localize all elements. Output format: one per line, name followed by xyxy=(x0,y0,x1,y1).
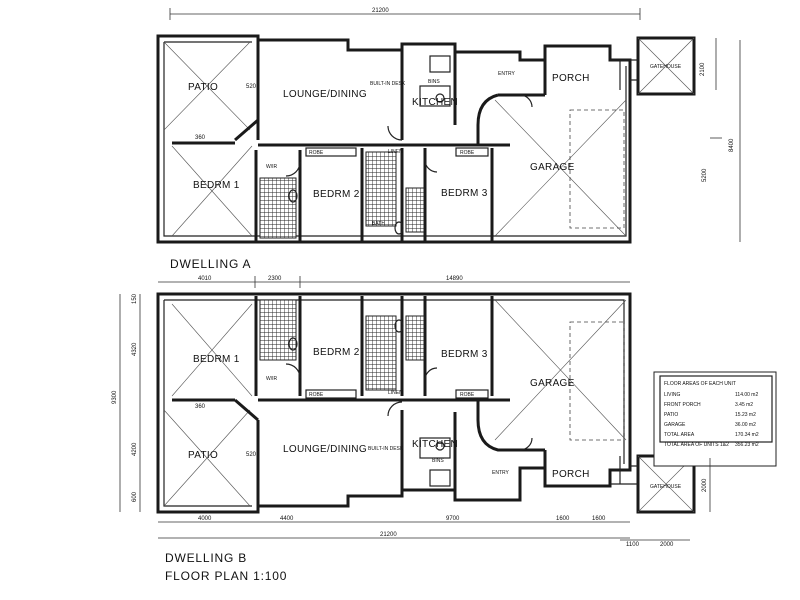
desk-label-a: BUILT-IN DESK xyxy=(370,81,406,87)
dim-b-360: 360 xyxy=(195,404,206,410)
lounge-label-b: LOUNGE/DINING xyxy=(283,444,367,455)
ensuite-tiles-a xyxy=(405,187,425,233)
bath-label-a: BATH xyxy=(372,221,385,227)
dim-a-8400: 8400 xyxy=(729,138,735,152)
dwelling-b: 4010 2300 14890 xyxy=(112,276,777,583)
area-row-value: 15.23 m2 xyxy=(735,412,756,418)
entry-label-b: ENTRY xyxy=(492,470,510,476)
dim-b-gate-a: 1100 xyxy=(626,542,640,548)
dim-a-overall: 21200 xyxy=(372,8,389,14)
dim-b-left-b: 4320 xyxy=(132,342,138,356)
bins-label-a: BINS xyxy=(428,79,440,85)
dim-b-bottom-b: 4400 xyxy=(280,516,294,522)
wir-tiles-b xyxy=(259,299,297,361)
dim-b-right-v: 2000 xyxy=(702,478,708,492)
dim-b-bottom-c: 9700 xyxy=(446,516,460,522)
area-row-value: 3.45 m2 xyxy=(735,402,753,408)
dim-b-left-a: 150 xyxy=(132,293,138,304)
area-row-name: TOTAL AREA OF UNITS 1&2 xyxy=(664,442,729,448)
dim-b-top-b: 2300 xyxy=(268,276,282,282)
bedrm2-label-b: BEDRM 2 xyxy=(313,347,360,358)
area-row-value: 170.34 m2 xyxy=(735,432,759,438)
dim-b-left-c: 4200 xyxy=(132,442,138,456)
area-row-name: TOTAL AREA xyxy=(664,432,695,438)
area-row-name: GARAGE xyxy=(664,422,686,428)
area-row-value: 356.23 m2 xyxy=(735,442,759,448)
dim-a-520: 520 xyxy=(246,84,257,90)
dim-b-top-c: 14890 xyxy=(446,276,463,282)
dim-b-bottom-e: 1600 xyxy=(592,516,606,522)
floor-plan-scale: FLOOR PLAN 1:100 xyxy=(165,569,287,583)
garage-label-a: GARAGE xyxy=(530,162,575,173)
ensuite-tiles-b xyxy=(405,315,425,361)
porch-label-a: PORCH xyxy=(552,73,590,84)
patio-label-b: PATIO xyxy=(188,450,218,461)
robe-label-b: ROBE xyxy=(309,392,324,398)
robe-label-b2: ROBE xyxy=(460,392,475,398)
dwelling-a-title: DWELLING A xyxy=(170,257,251,271)
area-row-name: FRONT PORCH xyxy=(664,402,701,408)
bedrm3-label-a: BEDRM 3 xyxy=(441,188,488,199)
wir-label-a: W/IR xyxy=(266,164,277,170)
patio-label-a: PATIO xyxy=(188,82,218,93)
bedrm1-label-b: BEDRM 1 xyxy=(193,354,240,365)
kitchen-label-a: KITCHEN xyxy=(412,97,458,108)
bedrm1-label-a: BEDRM 1 xyxy=(193,180,240,191)
bedrm2-label-a: BEDRM 2 xyxy=(313,189,360,200)
kitchen-label-b: KITCHEN xyxy=(412,439,458,450)
wir-label-b: W/IR xyxy=(266,376,277,382)
gatehouse-label-b: GATEHOUSE xyxy=(650,484,682,490)
robe-label-a: ROBE xyxy=(309,150,324,156)
garage-label-b: GARAGE xyxy=(530,378,575,389)
area-row-name: PATIO xyxy=(664,412,678,418)
robe-label-a2: ROBE xyxy=(460,150,475,156)
dim-b-gate-b: 2000 xyxy=(660,542,674,548)
dim-b-top-a: 4010 xyxy=(198,276,212,282)
dim-a-5200: 5200 xyxy=(702,168,708,182)
lounge-label-a: LOUNGE/DINING xyxy=(283,89,367,100)
desk-label-b: BUILT-IN DESK xyxy=(368,446,404,452)
dwelling-b-title: DWELLING B xyxy=(165,551,247,565)
dim-b-left-d: 600 xyxy=(132,491,138,502)
gatehouse-label-a: GATEHOUSE xyxy=(650,64,682,70)
area-row-value: 114.00 m2 xyxy=(735,392,758,398)
wir-tiles-a xyxy=(259,177,297,239)
dim-b-bottom-d: 1600 xyxy=(556,516,570,522)
entry-label-a: ENTRY xyxy=(498,71,516,77)
linen-label-b: LINEN xyxy=(388,390,403,396)
floor-areas-table: FLOOR AREAS OF EACH UNIT LIVING 114.00 m2… xyxy=(653,371,777,467)
dim-b-overall: 21200 xyxy=(380,532,397,538)
dim-b-overall-v: 9300 xyxy=(112,390,118,404)
gatehouse-a xyxy=(636,36,696,96)
areas-heading: FLOOR AREAS OF EACH UNIT xyxy=(664,381,736,387)
linen-label-a: LINEN xyxy=(388,149,403,155)
area-row-value: 36.00 m2 xyxy=(735,422,756,428)
porch-label-b: PORCH xyxy=(552,469,590,480)
dwelling-a: 21200 xyxy=(156,8,741,271)
bath-tiles-a xyxy=(365,151,397,227)
area-row-name: LIVING xyxy=(664,392,681,398)
dim-b-bottom-a: 4000 xyxy=(198,516,212,522)
bins-label-b: BINS xyxy=(432,458,444,464)
dim-b-520: 520 xyxy=(246,452,257,458)
bath-tiles-b xyxy=(365,315,397,391)
dim-a-360: 360 xyxy=(195,135,206,141)
bedrm3-label-b: BEDRM 3 xyxy=(441,349,488,360)
dim-a-2100: 2100 xyxy=(700,62,706,76)
